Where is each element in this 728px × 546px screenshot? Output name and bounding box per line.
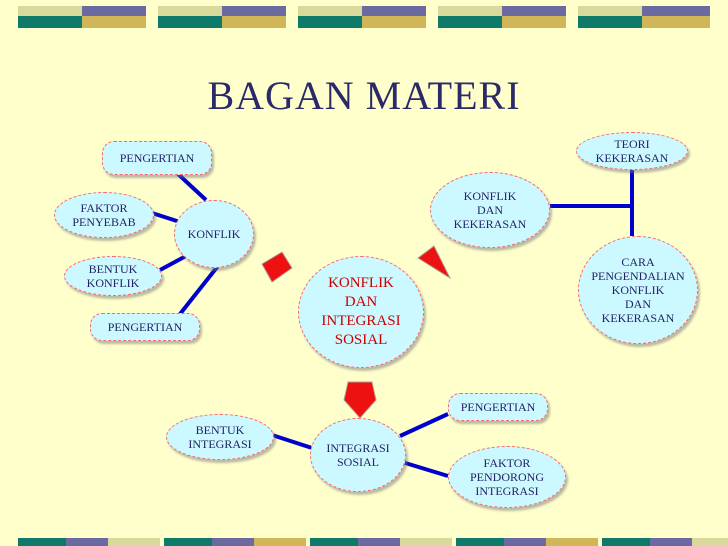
central-topic-node: KONFLIK DAN INTEGRASI SOSIAL — [298, 256, 424, 368]
band-block — [298, 16, 362, 28]
konflik-pengertian-node-bottom: PENGERTIAN — [90, 313, 200, 341]
band-block — [578, 6, 642, 16]
band-block — [158, 6, 222, 16]
connector-line — [271, 433, 313, 450]
band-block — [502, 6, 566, 16]
band-block — [546, 538, 598, 546]
bentuk-integrasi-node: BENTUK INTEGRASI — [166, 414, 274, 460]
band-block — [18, 16, 82, 28]
faktor-pendorong-node: FAKTOR PENDORONG INTEGRASI — [448, 446, 566, 508]
band-block — [438, 16, 502, 28]
arrow-to-integrasi-icon — [343, 381, 377, 419]
band-block — [82, 6, 146, 16]
band-block — [504, 538, 546, 546]
band-block — [108, 538, 160, 546]
band-block — [66, 538, 108, 546]
band-block — [642, 16, 710, 28]
band-block — [358, 538, 400, 546]
band-block — [222, 16, 286, 28]
band-block — [298, 6, 362, 16]
band-block — [362, 6, 426, 16]
band-block — [642, 6, 710, 16]
integrasi-pengertian-node: PENGERTIAN — [448, 393, 548, 421]
connector-line — [401, 460, 449, 478]
faktor-penyebab-node: FAKTOR PENYEBAB — [54, 192, 154, 238]
bentuk-konflik-node: BENTUK KONFLIK — [64, 256, 162, 296]
band-block — [222, 6, 286, 16]
integrasi-sosial-node: INTEGRASI SOSIAL — [310, 418, 406, 492]
cara-pengendalian-node: CARA PENGENDALIAN KONFLIK DAN KEKERASAN — [578, 236, 698, 344]
connector-line — [176, 172, 208, 202]
arrow-to-konflik-icon — [261, 251, 293, 283]
band-block — [578, 16, 642, 28]
konflik-kekerasan-node: KONFLIK DAN KEKERASAN — [430, 172, 550, 248]
band-block — [82, 16, 146, 28]
band-block — [18, 538, 66, 546]
connector-line — [159, 254, 187, 272]
connector-line — [399, 412, 449, 438]
page-title: BAGAN MATERI — [207, 73, 521, 118]
teori-kekerasan-node: TEORI KEKERASAN — [576, 132, 688, 170]
top-decorative-band — [0, 0, 728, 30]
band-block — [310, 538, 358, 546]
band-block — [400, 538, 452, 546]
band-block — [362, 16, 426, 28]
band-block — [18, 6, 82, 16]
band-block — [164, 538, 212, 546]
band-block — [254, 538, 306, 546]
connector-line — [151, 211, 181, 224]
band-block — [212, 538, 254, 546]
band-block — [650, 538, 692, 546]
band-block — [692, 538, 728, 546]
band-block — [158, 16, 222, 28]
konflik-node: KONFLIK — [174, 200, 254, 268]
connector-line — [178, 264, 220, 316]
band-block — [438, 6, 502, 16]
band-block — [602, 538, 650, 546]
band-block — [502, 16, 566, 28]
konflik-pengertian-node: PENGERTIAN — [102, 141, 212, 175]
arrow-to-kekerasan-icon — [417, 245, 452, 280]
band-block — [456, 538, 504, 546]
bottom-decorative-band — [0, 538, 728, 546]
